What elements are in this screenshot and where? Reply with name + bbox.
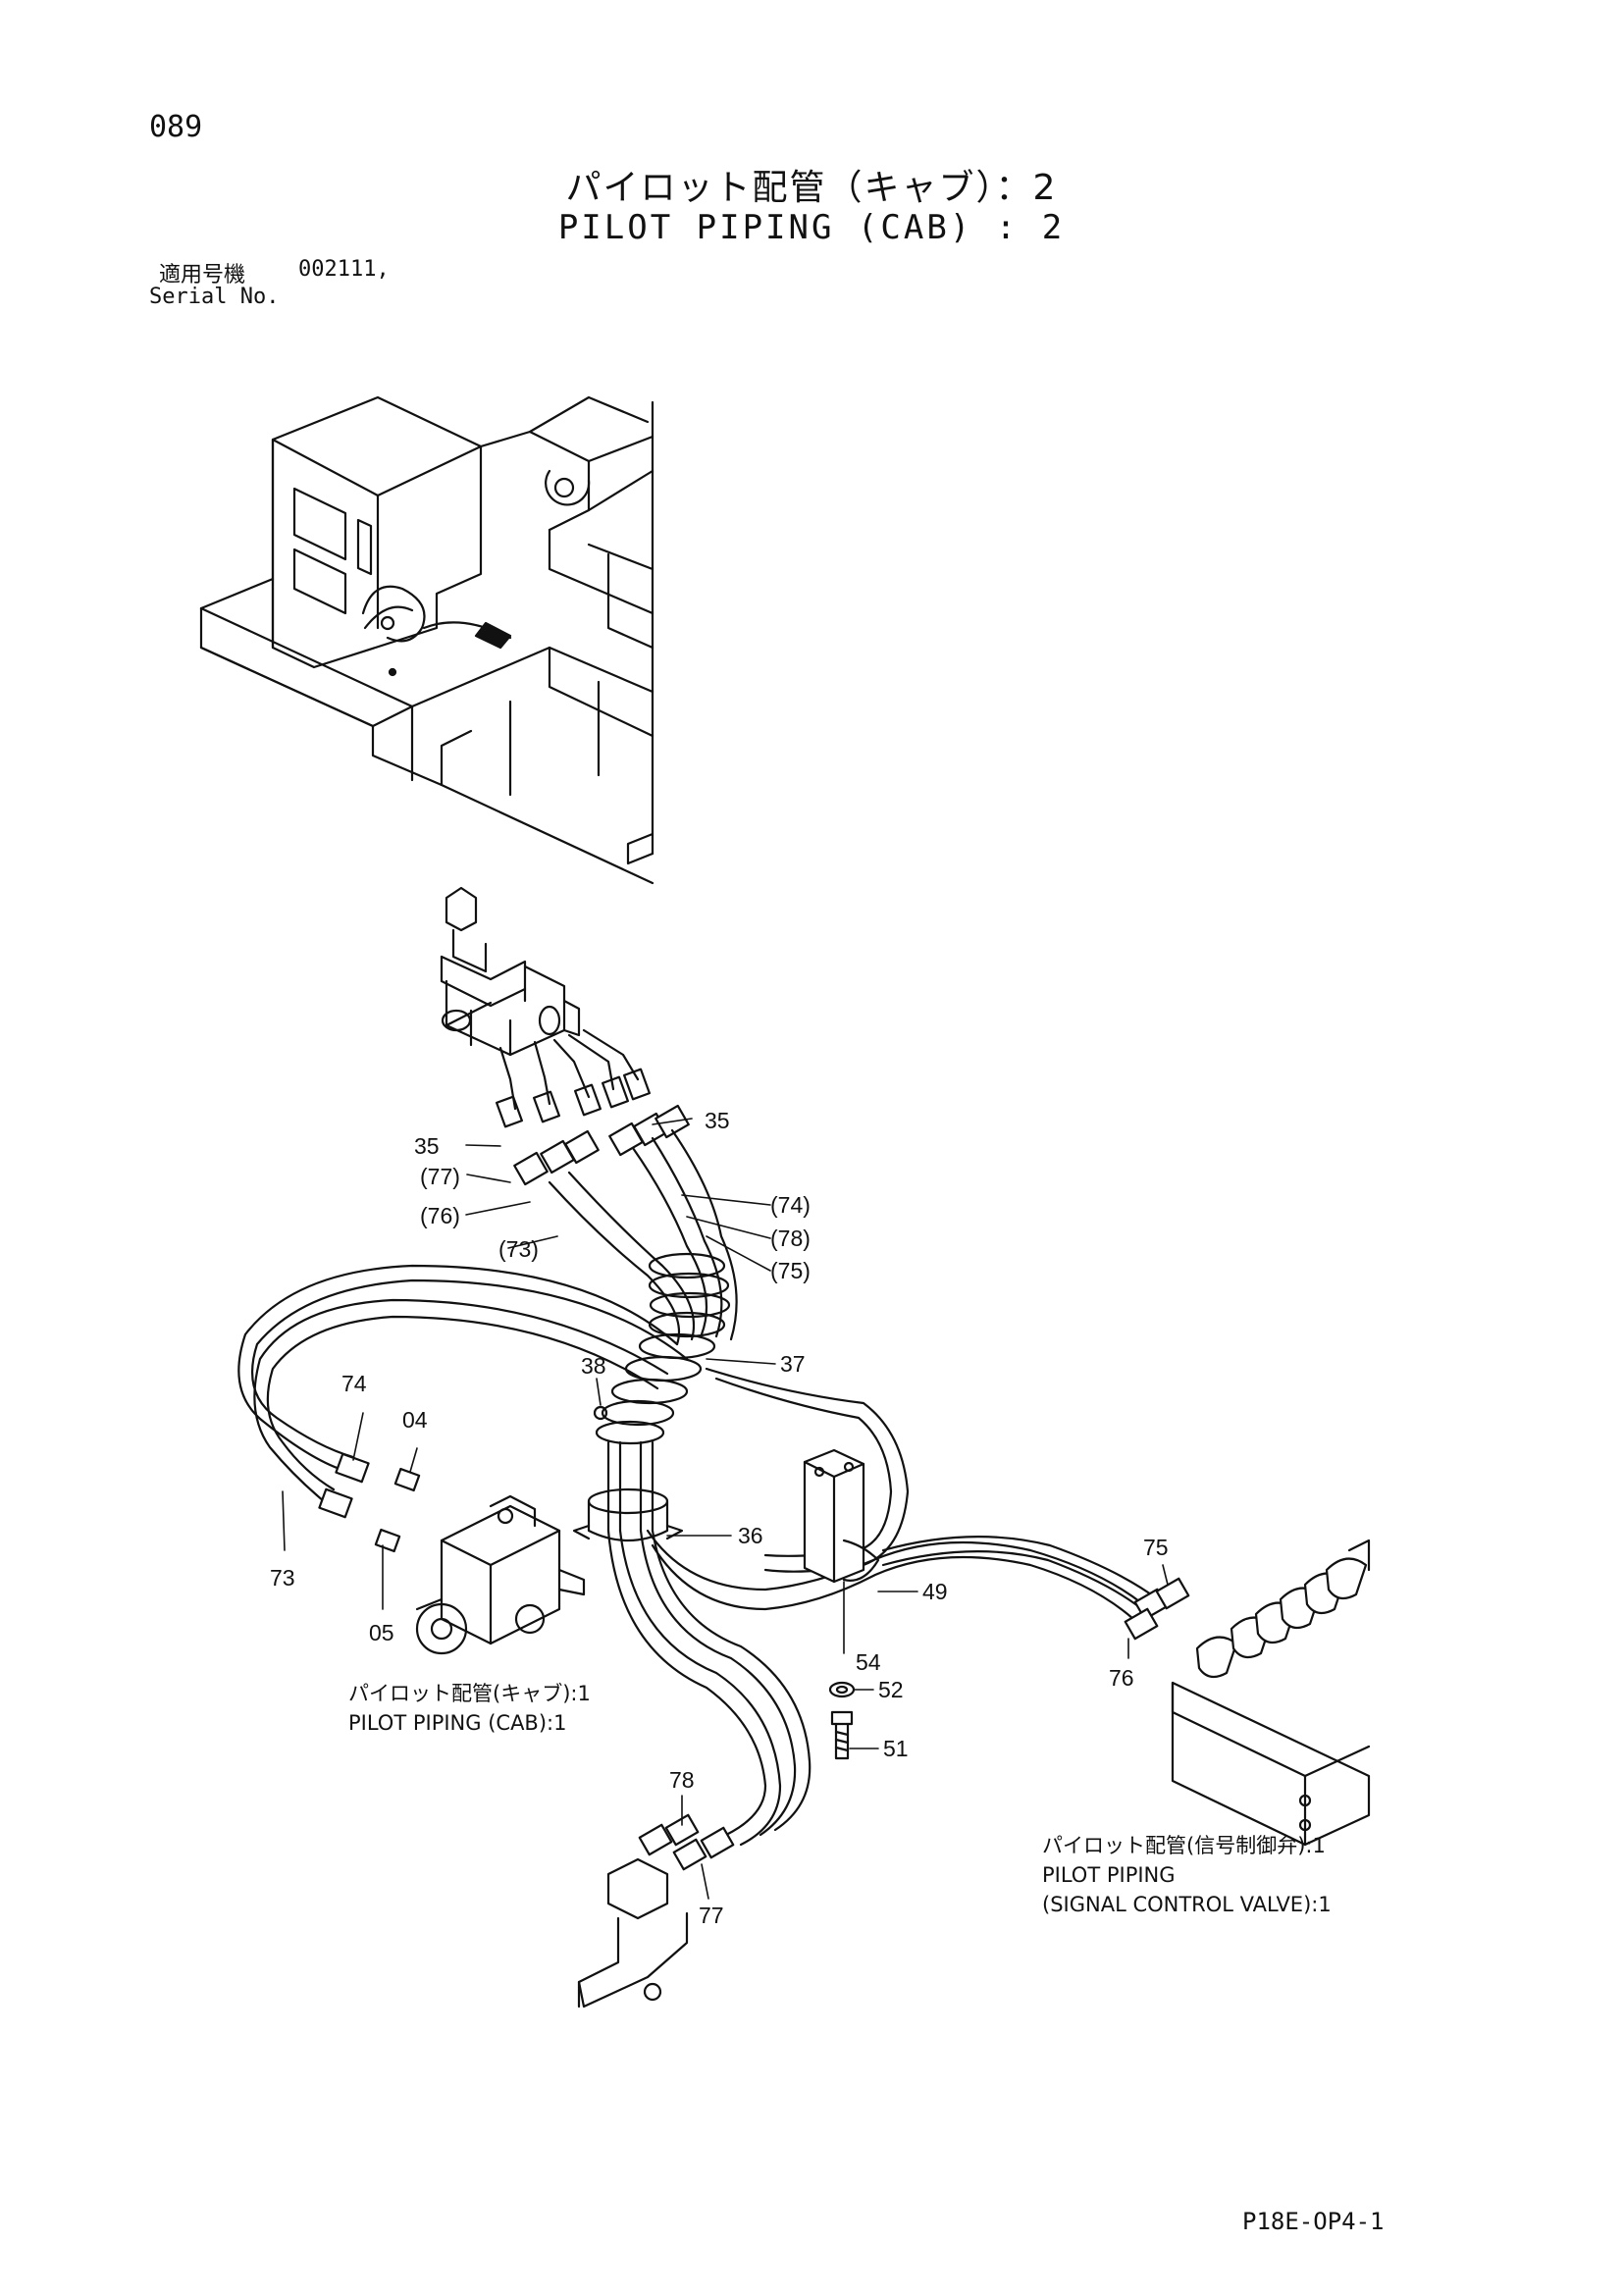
lower-elbow-bracket [577,1529,812,2009]
callout-05: 05 [369,1620,394,1645]
document-code: P18E-OP4-1 [1242,2208,1385,2235]
caption-valve-japanese: パイロット配管(信号制御弁):1 [1042,1834,1326,1857]
serial-number-value: 002111, [298,257,390,282]
page-number: 089 [149,110,203,144]
callout-73: 73 [270,1565,295,1591]
caption-cab-japanese: パイロット配管(キャブ):1 [348,1682,591,1705]
signal-control-valve-illustration [1171,1539,1371,1847]
callout-76-top: (76) [420,1203,460,1228]
callout-77: 77 [699,1903,724,1928]
callout-35-right: 35 [705,1108,730,1133]
callout-35-left: 35 [414,1133,440,1159]
valve-outlet-fittings [495,1028,690,1186]
machine-overview-illustration [199,395,654,885]
serial-label-english: Serial No. [149,285,280,309]
page-title-japanese: パイロット配管（キャブ）：2 [565,168,1058,208]
callout-04: 04 [402,1407,428,1433]
pilot-valve-illustration [440,886,581,1057]
hose-loops-left [237,1264,689,1553]
callout-labels: 35 35 (77) (76) (73) (74) (78) (75) 38 3… [270,1108,1169,1928]
callout-51: 51 [883,1736,909,1761]
washer-and-bolt [828,1681,856,1760]
section-captions: パイロット配管(キャブ):1 PILOT PIPING (CAB):1 パイロッ… [348,1682,1332,1916]
callout-52: 52 [878,1677,904,1702]
caption-valve-english-line1: PILOT PIPING [1042,1863,1176,1887]
callout-74-top: (74) [770,1192,811,1218]
callout-49: 49 [922,1579,948,1604]
callout-76: 76 [1109,1665,1134,1691]
caption-valve-english-line2: (SIGNAL CONTROL VALVE):1 [1042,1893,1332,1916]
pilot-valve-block-illustration [415,1494,586,1655]
callout-73-top: (73) [498,1236,539,1262]
page-title-english: PILOT PIPING (CAB) : 2 [557,208,1066,247]
callout-leader-lines [282,1118,1169,1900]
callout-75-top: (75) [770,1258,811,1283]
callout-75: 75 [1143,1535,1169,1560]
serial-label-japanese: 適用号機 [159,263,246,287]
callout-37: 37 [780,1351,806,1377]
callout-36: 36 [738,1523,763,1548]
callout-78: 78 [669,1767,695,1793]
callout-77-top: (77) [420,1164,460,1189]
callout-54: 54 [856,1649,881,1675]
hose-bundle [548,1128,738,1542]
hose-loops-right [646,1367,1190,1641]
callout-38: 38 [581,1353,606,1379]
callout-78-top: (78) [770,1226,811,1251]
caption-cab-english: PILOT PIPING (CAB):1 [348,1711,566,1735]
callout-74: 74 [341,1371,367,1396]
